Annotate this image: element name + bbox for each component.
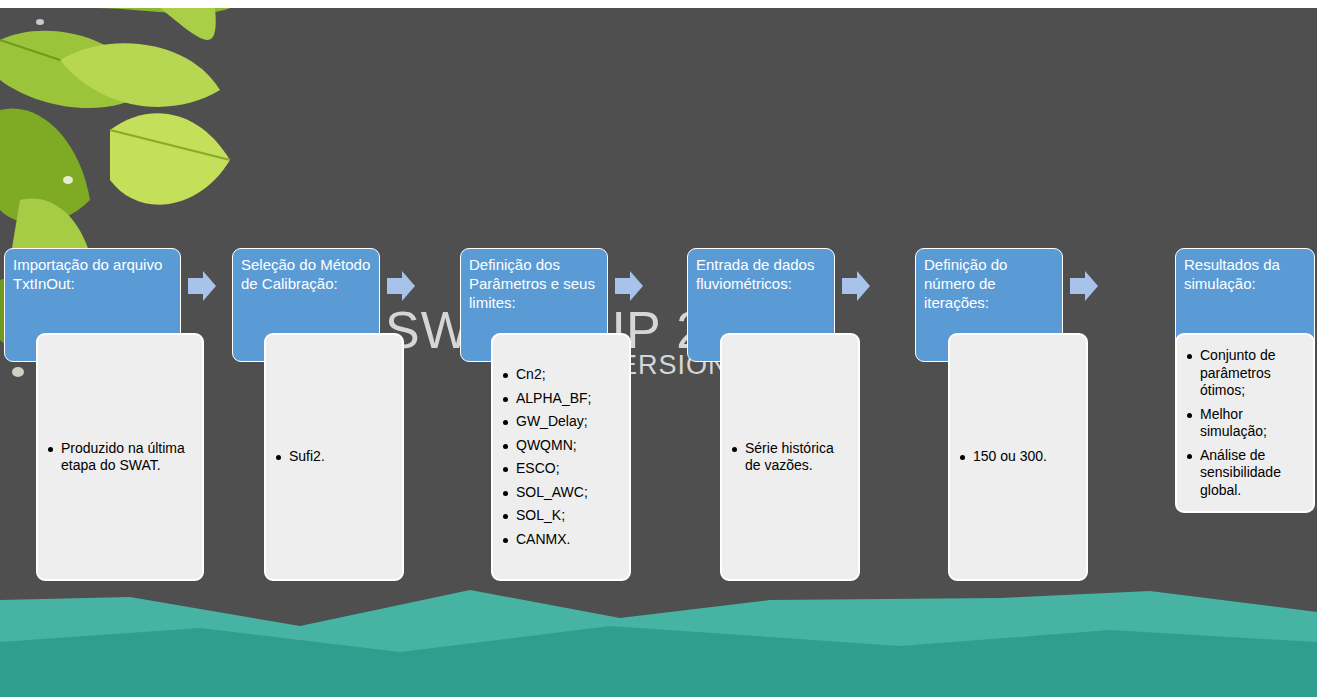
bullet-item: Conjunto de parâmetros ótimos;	[1185, 347, 1305, 400]
bullet-item: Sufi2.	[274, 448, 394, 466]
bullet-item: 150 ou 300.	[958, 448, 1078, 466]
block-arrow	[188, 271, 216, 301]
step-detail: Série histórica de vazões.	[720, 333, 860, 581]
step-title: Entrada de dados fluviométricos:	[696, 256, 826, 294]
step-detail: Cn2; ALPHA_BF; GW_Delay; QWQMN; ESCO; SOL_AWC…	[491, 333, 631, 581]
bullet-item: ESCO;	[501, 460, 621, 478]
leaves-illustration	[0, 8, 230, 377]
bullet-item: SOL_AWC;	[501, 484, 621, 502]
block-arrow	[1070, 271, 1098, 301]
step-title: Importação do arquivo TxtInOut:	[13, 256, 172, 294]
block-arrow	[387, 271, 415, 301]
block-arrow	[615, 271, 643, 301]
teal-hills	[0, 590, 1317, 697]
step-detail: Conjunto de parâmetros ótimos; Melhor sim…	[1175, 333, 1315, 513]
bullet-item: SOL_K;	[501, 507, 621, 525]
step-title: Resultados da simulação:	[1184, 256, 1306, 294]
step-title: Definição dos Parâmetros e seus limites:	[469, 256, 599, 312]
bullet-item: Produzido na última etapa do SWAT.	[46, 440, 194, 475]
step-title: Definição do número de iterações:	[924, 256, 1054, 312]
bullet-item: Série histórica de vazões.	[730, 440, 850, 475]
step-detail: Sufi2.	[264, 333, 404, 581]
bullet-item: GW_Delay;	[501, 413, 621, 431]
bullet-item: Melhor simulação;	[1185, 406, 1305, 441]
bullet-item: CANMX.	[501, 531, 621, 549]
bullet-item: ALPHA_BF;	[501, 390, 621, 408]
bullet-item: QWQMN;	[501, 437, 621, 455]
block-arrow	[842, 271, 870, 301]
step-detail: 150 ou 300.	[948, 333, 1088, 581]
bullet-item: Análise de sensibilidade global.	[1185, 447, 1305, 500]
bullet-item: Cn2;	[501, 366, 621, 384]
step-detail: Produzido na última etapa do SWAT.	[36, 333, 204, 581]
step-title: Seleção do Método de Calibração:	[241, 256, 371, 294]
